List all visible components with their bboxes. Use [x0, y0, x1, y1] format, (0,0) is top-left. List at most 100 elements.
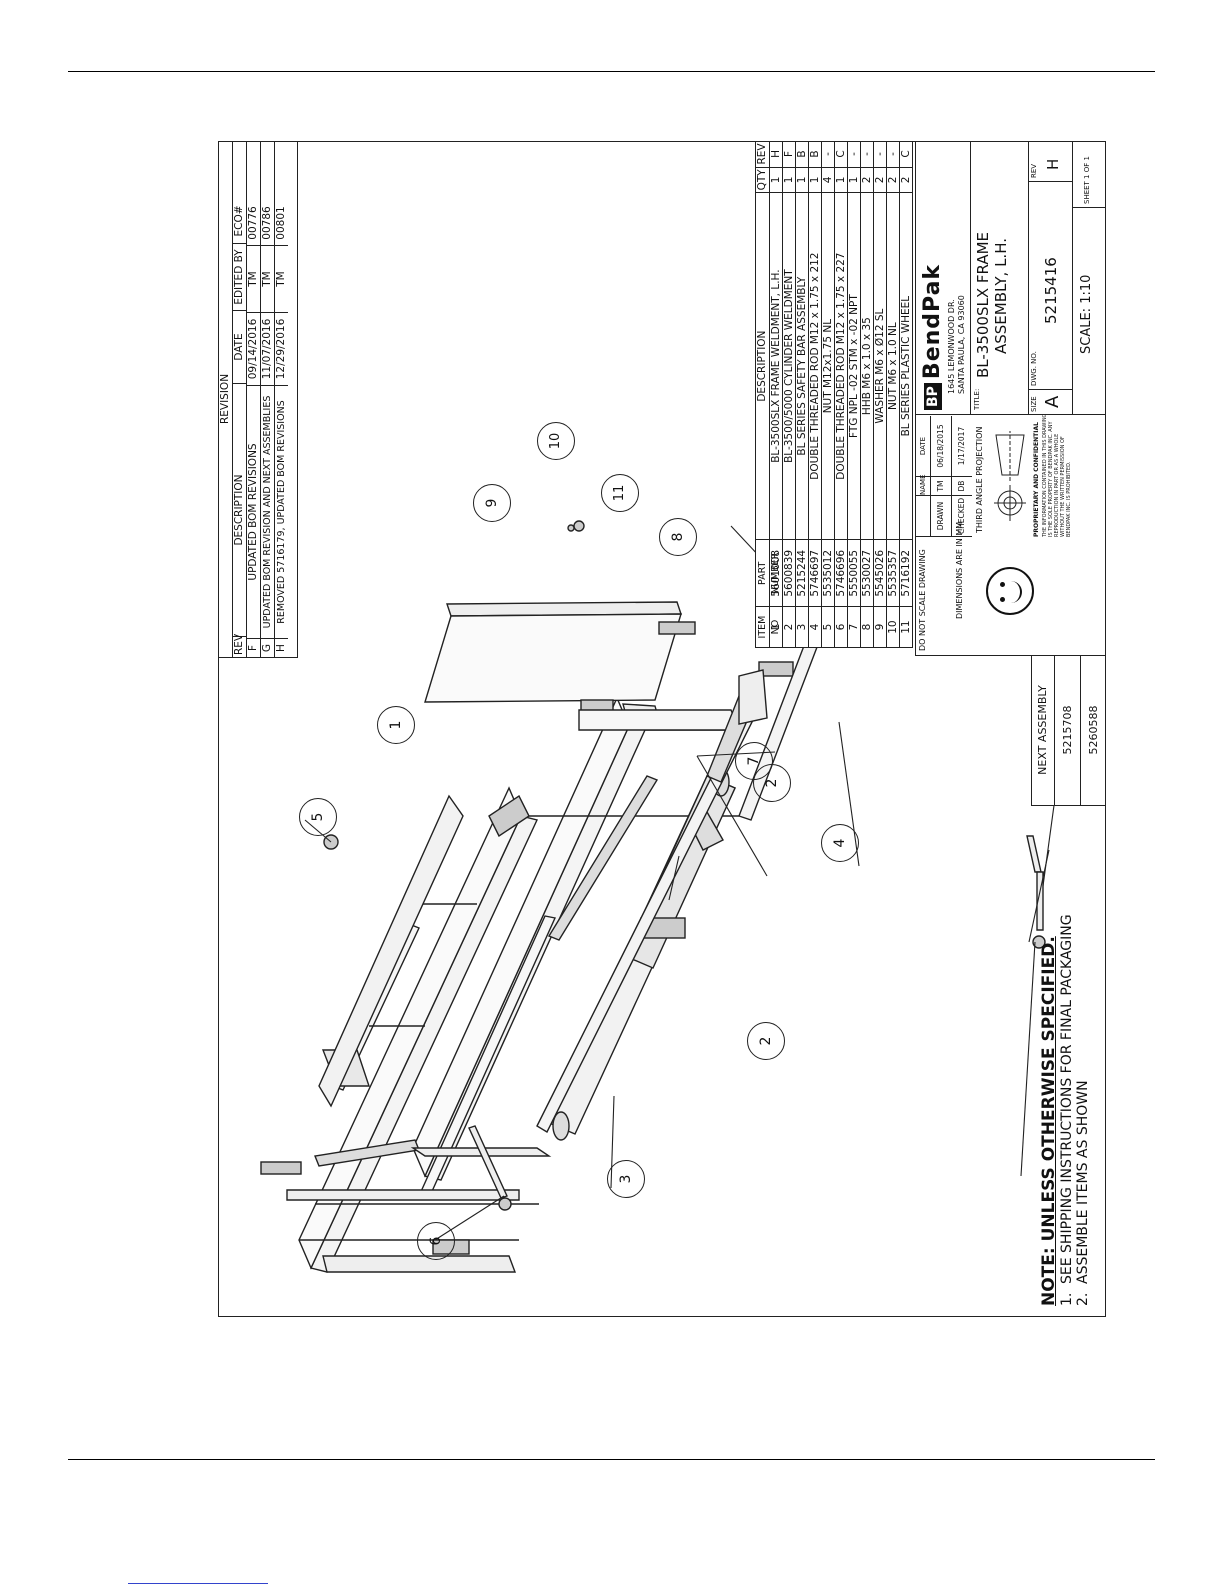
rev-date-cell: 11/07/2016: [261, 312, 274, 385]
note-num: 2.: [1075, 1292, 1091, 1306]
notes-heading: NOTE: UNLESS OTHERWISE SPECIFIED.: [1039, 936, 1059, 1306]
smiley-icon: [986, 567, 1034, 615]
drawing-number: 5215416: [1042, 257, 1060, 324]
bom-part-header: PART NUMBER: [756, 539, 781, 607]
bom-rev-cell: -: [848, 152, 860, 156]
bom-part-cell: 5545026: [874, 539, 886, 607]
projection-symbol-icon: [992, 429, 1028, 525]
bom-part-cell: 5215244: [796, 539, 808, 607]
bom-desc-cell: DOUBLE THREADED ROD M12 x 1.75 x 212: [809, 191, 821, 540]
note-num: 1.: [1059, 1292, 1075, 1306]
rev-desc-cell: REMOVED 5716179, UPDATED BOM REVISIONS: [275, 385, 288, 638]
bom-qty-cell: 1: [796, 166, 808, 192]
bom-desc-cell: NUT M6 x 1.0 NL: [887, 191, 899, 540]
bp-logo-mark: BP: [923, 383, 942, 410]
bom-desc-cell: BL SERIES PLASTIC WHEEL: [900, 191, 912, 540]
footer-link-underline[interactable]: [128, 1583, 268, 1584]
bom-part-cell: 5535357: [887, 539, 899, 607]
checked-date: 1/17/2017: [957, 426, 966, 466]
bom-desc-cell: NUT M12x1.75 NL: [822, 191, 834, 540]
bom-desc-cell: BL SERIES SAFETY BAR ASSEMBLY: [796, 191, 808, 540]
balloon-8: 8: [659, 518, 697, 556]
bom-rev-cell: B: [796, 150, 808, 158]
checked-label: CHECKED: [952, 495, 972, 536]
date-label: DATE: [919, 436, 927, 456]
bom-qty-cell: 2: [900, 166, 912, 192]
projection-note: THIRD ANGLE PROJECTION: [975, 426, 984, 533]
bom-desc-header: DESCRIPTION: [756, 191, 769, 540]
bom-desc-cell: FTG NPL -02 STM x -02 NPT: [848, 191, 860, 540]
note-text: SEE SHIPPING INSTRUCTIONS FOR FINAL PACK…: [1059, 914, 1075, 1284]
drawn-date: 06/18/2015: [936, 424, 945, 468]
bom-qty-cell: 1: [770, 166, 782, 192]
eco-col-header: ECO#: [233, 205, 245, 237]
company-section: BP BendPak 1645 LEMONWOOD DR. SANTA PAUL…: [916, 142, 1105, 415]
revision-header-row: REV DESCRIPTION DATE EDITED BY ECO#: [233, 142, 247, 657]
rev-desc-cell: UPDATED BOM REVISIONS: [247, 385, 260, 638]
bom-qty-cell: 2: [874, 166, 886, 192]
title-label: TITLE:: [973, 388, 981, 410]
balloon-6: 6: [417, 1222, 455, 1260]
rev-cell: F: [247, 638, 260, 657]
proprietary-text: THE INFORMATION CONTAINED IN THIS DRAWIN…: [1042, 413, 1072, 537]
safety-bar-part: [536, 669, 768, 1133]
address-line-1: 1645 LEMONWOOD DR.: [947, 299, 956, 394]
bom-rev-cell: -: [822, 152, 834, 156]
bom-qty-cell: 2: [861, 166, 873, 192]
checked-name: DB: [952, 476, 972, 495]
next-assembly-row: 5260588: [1087, 705, 1100, 755]
rev-date-cell: 09/14/2016: [247, 312, 260, 385]
do-not-scale-note: DO NOT SCALE DRAWING: [918, 549, 927, 651]
title-block: DO NOT SCALE DRAWING DIMENSIONS ARE IN M…: [915, 142, 1105, 656]
rev-editor-cell: TM: [261, 245, 274, 312]
bom-item-cell: 9: [874, 606, 886, 647]
bom-item-cell: 11: [900, 606, 912, 647]
bom-desc-cell: HHB M6 x 1.0 x 35: [861, 191, 873, 540]
bom-rev-cell: -: [874, 152, 886, 156]
bom-item-cell: 2: [783, 606, 795, 647]
bom-part-cell: 5746697: [809, 539, 821, 607]
footer-rule: [68, 1459, 1155, 1460]
dwg-no-label: DWG. NO.: [1030, 351, 1038, 386]
next-assembly-block: NEXT ASSEMBLY 5215708 5260588: [1031, 655, 1105, 806]
rev-desc-cell: UPDATED BOM REVISION AND NEXT ASSEMBLIES: [261, 385, 274, 638]
bom-rev-cell: -: [887, 152, 899, 156]
bom-part-cell: 5550055: [848, 539, 860, 607]
bom-part-cell: 5530027: [861, 539, 873, 607]
balloon-1: 1: [377, 706, 415, 744]
bom-desc-cell: DOUBLE THREADED ROD M12 x 1.75 x 227: [835, 191, 847, 540]
drawing-title-line-2: ASSEMBLY, L.H.: [992, 238, 1010, 354]
size-label: SIZE: [1030, 396, 1038, 412]
revision-title: REVISION: [219, 142, 233, 657]
rev-eco-cell: 00776: [247, 206, 259, 240]
balloon-9: 9: [473, 484, 511, 522]
revision-row-f: F UPDATED BOM REVISIONS 09/14/2016 TM 00…: [247, 142, 261, 657]
frame-weldment-part: [260, 595, 836, 1273]
rev-label: REV: [1030, 163, 1038, 178]
rev-eco-cell: 00786: [261, 206, 273, 240]
next-assembly-title: NEXT ASSEMBLY: [1032, 655, 1055, 805]
balloon-5: 5: [299, 798, 337, 836]
rev-editor-cell: TM: [247, 245, 260, 312]
bom-item-cell: 1: [770, 606, 782, 647]
rev-editor-cell: TM: [275, 245, 288, 312]
bom-qty-cell: 2: [887, 166, 899, 192]
bom-part-cell: 5601008: [770, 539, 782, 607]
bom-item-cell: 8: [861, 606, 873, 647]
drawn-name: TM: [931, 476, 951, 495]
threaded-rod-4: [1026, 835, 1046, 949]
bom-rev-header: REV: [756, 143, 768, 165]
bom-part-cell: 5535012: [822, 539, 834, 607]
bom-qty-cell: 1: [835, 166, 847, 192]
bom-rev-cell: H: [770, 150, 782, 158]
bom-desc-cell: WASHER M6 x Ø12 SL: [874, 191, 886, 540]
drawing-canvas: 1 2 2 3 4 5 6 7 8 9 10 11 NOTE: UNLESS O…: [219, 142, 1105, 1316]
drawing-sheet: 1 2 2 3 4 5 6 7 8 9 10 11 NOTE: UNLESS O…: [218, 141, 1106, 1317]
bom-rev-cell: C: [900, 150, 912, 158]
